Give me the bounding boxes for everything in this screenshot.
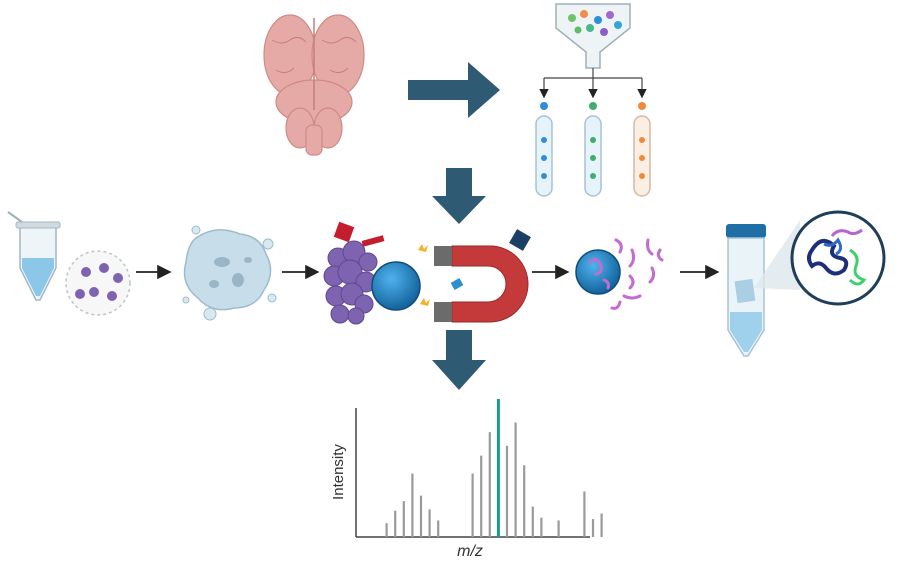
spark-icons (418, 244, 430, 306)
magnetic-bead-icon (371, 261, 421, 311)
brain-icon (263, 14, 365, 156)
antibody-tag-icon (450, 278, 464, 290)
test-tube-blue-icon (535, 102, 553, 197)
microtube-icon (7, 211, 61, 301)
test-tube-green-icon (584, 102, 602, 197)
spectrum-y-label: Intensity (330, 444, 347, 500)
funnel-icon (555, 3, 631, 69)
spectrum-peaks (385, 399, 603, 537)
mass-spectrum: Intensity m/z (330, 399, 603, 560)
sample-circle-icon (65, 250, 131, 316)
lysed-cell-icon (182, 225, 277, 321)
antibody-tag-icon (509, 229, 531, 251)
arrow-down-icon (432, 168, 486, 224)
protein-cluster-icon (323, 240, 378, 325)
peptide-zoom-icon (790, 210, 886, 306)
magnet-icon (434, 245, 529, 323)
conical-tube-icon (726, 224, 766, 357)
spectrum-x-label: m/z (457, 543, 483, 560)
split-connector (539, 68, 647, 99)
zoom-cone (754, 220, 800, 290)
arrow-down-icon (432, 330, 486, 390)
digested-bead-icon (575, 238, 664, 310)
antibody-tag-icon (333, 221, 355, 243)
test-tube-orange-icon (633, 102, 651, 197)
arrow-right-icon (408, 62, 500, 118)
antibody-tag-icon (361, 235, 385, 247)
